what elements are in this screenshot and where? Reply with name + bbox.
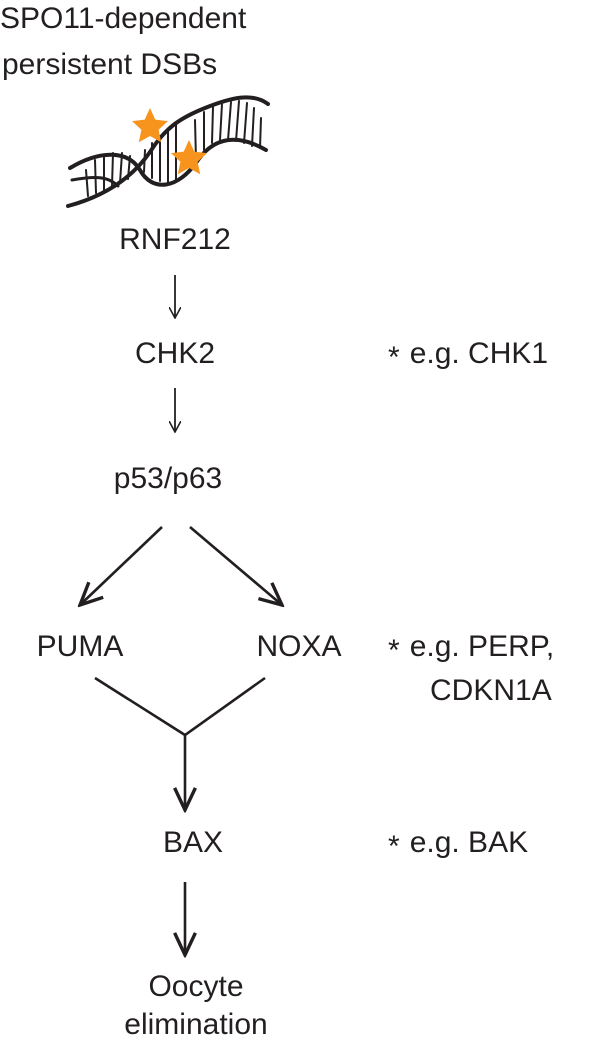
note-puma-text-line1: e.g. PERP, xyxy=(409,630,555,663)
note-bax: * e.g. BAK xyxy=(388,826,529,863)
source-label: SPO11-dependent persistent DSBs xyxy=(0,2,246,82)
node-outcome-line2: elimination xyxy=(124,1008,268,1041)
note-marker: * xyxy=(388,341,400,374)
note-puma-noxa: * e.g. PERP, xyxy=(388,630,555,667)
arrow-p53-noxa xyxy=(189,526,282,605)
node-p53-p63: p53/p63 xyxy=(113,462,223,495)
source-label-line1: SPO11-dependent xyxy=(0,2,247,35)
node-bax: BAX xyxy=(162,826,224,859)
note-marker: * xyxy=(388,634,400,667)
converge-puma-noxa xyxy=(94,676,266,737)
note-chk2-text: e.g. CHK1 xyxy=(409,337,549,370)
arrow-p53-puma xyxy=(80,526,163,605)
node-puma: PUMA xyxy=(36,630,124,663)
source-label-line2: persistent DSBs xyxy=(2,48,218,81)
node-rnf212: RNF212 xyxy=(119,223,231,256)
note-marker: * xyxy=(388,830,400,863)
note-chk2: * e.g. CHK1 xyxy=(388,337,549,374)
node-outcome: Oocyte elimination xyxy=(124,970,267,1042)
note-bax-text: e.g. BAK xyxy=(409,826,529,859)
dsb-star-icon xyxy=(132,108,207,175)
node-outcome-line1: Oocyte xyxy=(148,970,244,1003)
dna-icon xyxy=(66,95,270,208)
note-puma-noxa-line2: CDKN1A xyxy=(430,674,552,707)
node-chk2: CHK2 xyxy=(134,337,216,370)
node-noxa: NOXA xyxy=(256,630,342,663)
